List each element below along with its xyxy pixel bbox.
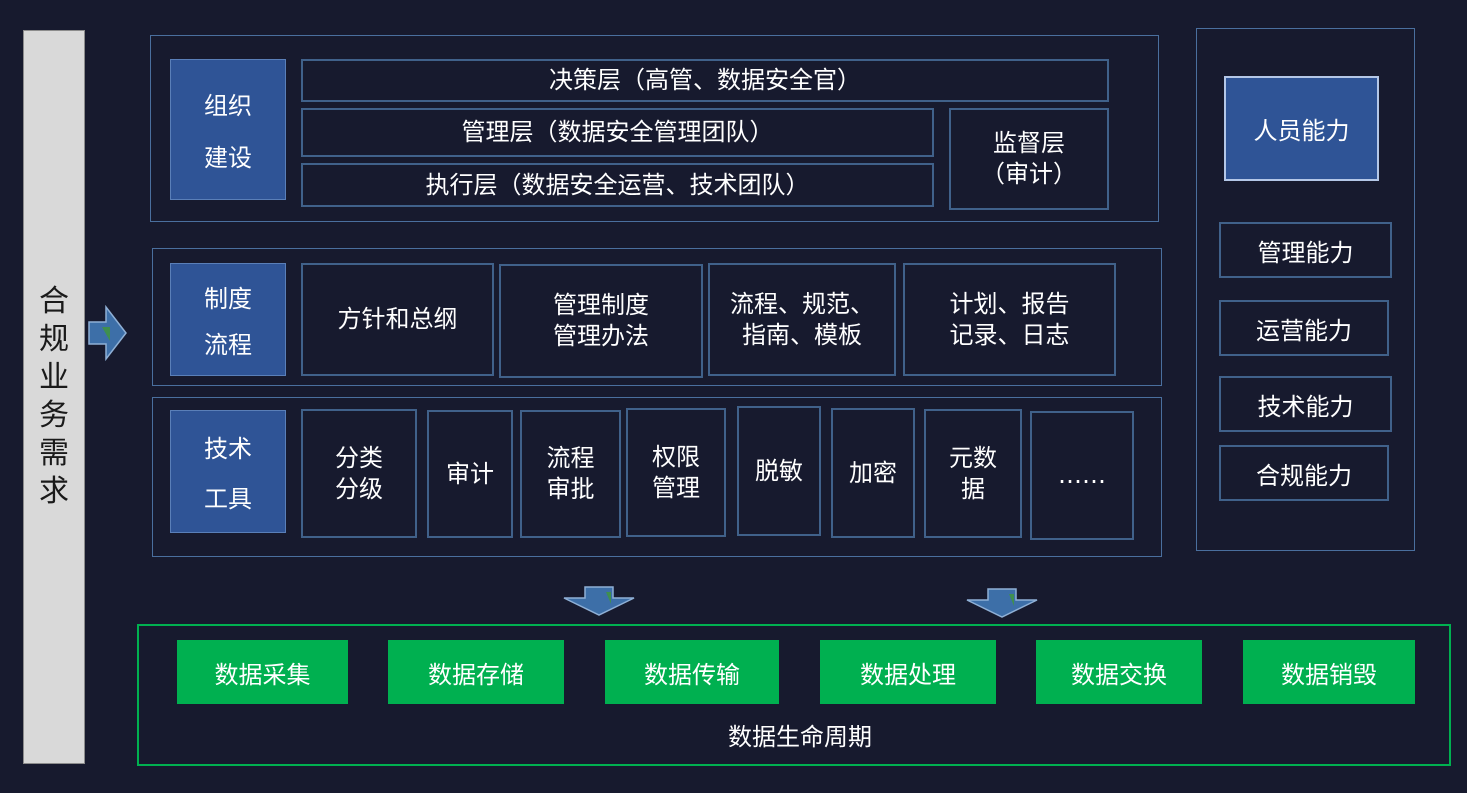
lifecycle-stage-text: 数据销毁 (1281, 660, 1377, 689)
management-layer: 管理层（数据安全管理团队） (301, 108, 934, 157)
lifecycle-stage-text: 数据处理 (860, 660, 956, 689)
lifecycle-stage: 数据传输 (605, 640, 779, 704)
execution-layer: 执行层（数据安全运营、技术团队） (301, 163, 934, 207)
capability-item: 合规能力 (1219, 445, 1389, 501)
tech-item-text: 分类 分级 (335, 443, 383, 503)
capability-item-text: 管理能力 (1257, 238, 1354, 267)
tech-item: 脱敏 (737, 406, 821, 536)
org-label-line2: 建设 (204, 143, 252, 172)
policy-item: 流程、规范、 指南、模板 (708, 263, 896, 376)
supervision-layer: 监督层 （审计） (949, 108, 1109, 210)
lifecycle-stage-text: 数据交换 (1071, 660, 1167, 689)
down-arrow-icon (563, 586, 635, 616)
tech-item: 加密 (831, 408, 915, 538)
lifecycle-title: 数据生命周期 (650, 716, 950, 752)
tech-item-text: 流程 审批 (546, 444, 595, 503)
lifecycle-stage: 数据交换 (1036, 640, 1202, 704)
org-label-line1: 组织 (204, 92, 252, 121)
down-arrow-icon (966, 588, 1038, 618)
capability-item-text: 技术能力 (1257, 392, 1354, 421)
org-label: 组织 建设 (170, 59, 286, 200)
policy-label-line2: 流程 (204, 330, 252, 359)
tech-item-text: 加密 (849, 458, 897, 487)
capability-item: 运营能力 (1219, 300, 1389, 356)
lifecycle-stage: 数据存储 (388, 640, 564, 704)
capability-item: 技术能力 (1219, 376, 1392, 432)
people-capability-text: 人员能力 (1253, 117, 1350, 145)
lifecycle-stage-text: 数据采集 (214, 660, 311, 689)
tech-label-line1: 技术 (204, 434, 252, 463)
tech-item: 分类 分级 (301, 409, 417, 538)
lifecycle-stage: 数据销毁 (1243, 640, 1415, 704)
decision-layer-text: 决策层（高管、数据安全官） (549, 66, 861, 94)
tech-item-text: 权限 管理 (652, 442, 700, 502)
capability-item: 管理能力 (1219, 222, 1392, 278)
tech-label-line2: 工具 (204, 485, 252, 514)
lifecycle-stage-text: 数据存储 (428, 660, 524, 689)
policy-item-text: 方针和总纲 (337, 305, 458, 333)
compliance-requirements-bar: 合 规 业 务 需 求 (23, 30, 85, 764)
lifecycle-section (137, 624, 1451, 766)
right-arrow-icon (88, 305, 127, 361)
compliance-requirements-text: 合 规 业 务 需 求 (39, 284, 69, 509)
capability-item-text: 运营能力 (1256, 316, 1352, 345)
tech-item-text: 元数 据 (949, 443, 997, 503)
execution-layer-text: 执行层（数据安全运营、技术团队） (425, 170, 810, 199)
policy-section (152, 248, 1162, 386)
tech-section (152, 397, 1162, 557)
lifecycle-stage-text: 数据传输 (644, 660, 740, 689)
lifecycle-title-text: 数据生命周期 (728, 722, 872, 751)
tech-item: 流程 审批 (520, 410, 621, 538)
policy-item-text: 管理制度 管理办法 (553, 291, 649, 350)
tech-item: …… (1030, 411, 1134, 540)
capabilities-panel (1196, 28, 1415, 551)
policy-item: 计划、报告 记录、日志 (903, 263, 1116, 376)
decision-layer: 决策层（高管、数据安全官） (301, 59, 1109, 102)
management-layer-text: 管理层（数据安全管理团队） (461, 118, 774, 146)
policy-item: 方针和总纲 (301, 263, 494, 376)
tech-item: 元数 据 (924, 409, 1022, 538)
lifecycle-stage: 数据处理 (820, 640, 996, 704)
org-section (150, 35, 1159, 222)
tech-item: 审计 (427, 410, 513, 538)
policy-label: 制度 流程 (170, 263, 286, 376)
policy-label-line1: 制度 (204, 285, 252, 314)
capability-item-text: 合规能力 (1256, 461, 1352, 490)
tech-label: 技术 工具 (170, 410, 286, 533)
tech-item-text: 审计 (446, 459, 494, 488)
supervision-layer-text: 监督层 （审计） (981, 129, 1077, 188)
tech-item-text: 脱敏 (755, 456, 803, 485)
lifecycle-stage: 数据采集 (177, 640, 348, 704)
policy-item-text: 计划、报告 记录、日志 (949, 289, 1070, 349)
tech-item: 权限 管理 (626, 408, 726, 537)
people-capability: 人员能力 (1224, 76, 1379, 181)
policy-item-text: 流程、规范、 指南、模板 (730, 289, 874, 349)
tech-item-text: …… (1058, 461, 1106, 489)
policy-item: 管理制度 管理办法 (499, 264, 703, 378)
